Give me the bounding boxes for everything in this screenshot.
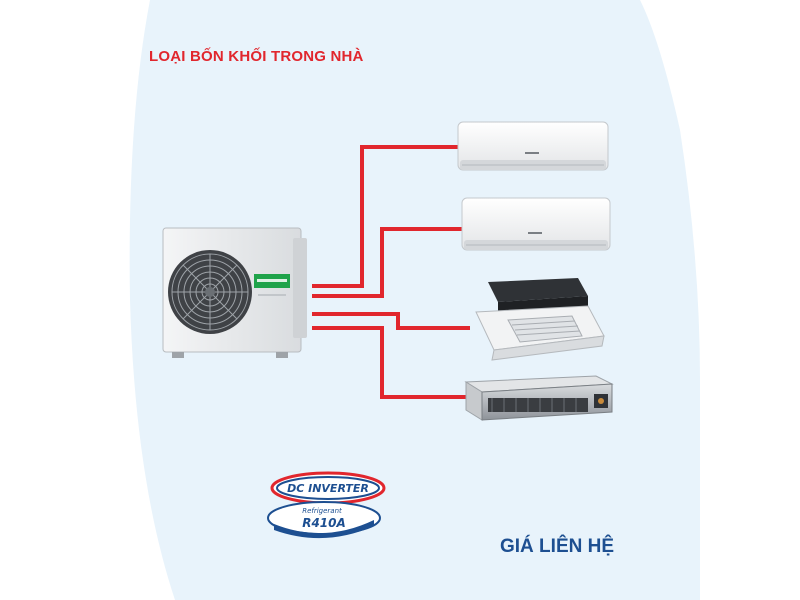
refrigerant-pipes xyxy=(312,145,470,399)
svg-text:R410A: R410A xyxy=(302,516,346,530)
pipe-to-wall-unit-2 xyxy=(312,227,462,298)
r410a-badge: Refrigerant R410A xyxy=(267,501,381,539)
outdoor-unit xyxy=(162,227,307,358)
dc-inverter-badge: DC INVERTER xyxy=(270,471,386,505)
price-label: GIÁ LIÊN HỆ xyxy=(500,536,615,557)
ducted-unit xyxy=(464,375,614,421)
svg-text:DC INVERTER: DC INVERTER xyxy=(287,482,369,495)
page-title: LOẠI BỐN KHỐI TRONG NHÀ xyxy=(149,48,364,65)
svg-text:Refrigerant: Refrigerant xyxy=(302,507,342,515)
pipe-to-wall-unit-1 xyxy=(312,145,460,288)
pipe-to-ducted-unit xyxy=(312,326,466,399)
cassette-unit xyxy=(475,278,605,361)
wall-unit-1 xyxy=(457,121,609,171)
pipe-to-cassette-unit xyxy=(312,312,470,330)
wall-unit-2 xyxy=(461,197,611,251)
